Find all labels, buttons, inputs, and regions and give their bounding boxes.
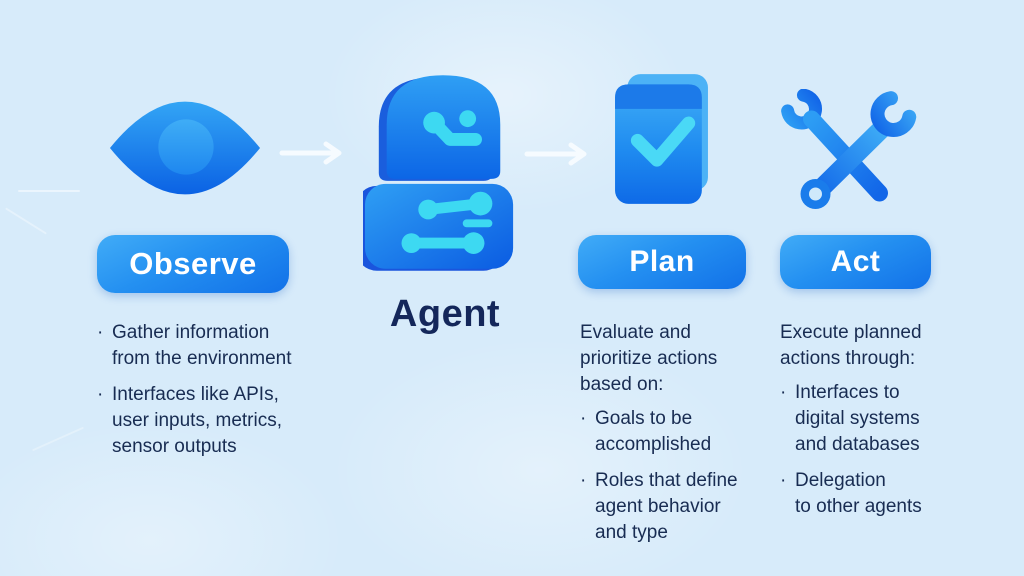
agent-stage-label: Agent xyxy=(389,293,501,335)
bullet-text: Delegation to other agents xyxy=(795,470,922,517)
robot-icon xyxy=(363,72,521,272)
list-item: · Roles that define agent behavior and t… xyxy=(580,468,775,546)
bullet-marker: · xyxy=(97,322,104,343)
crossed-wrenches-icon xyxy=(779,89,925,217)
bullet-text: Roles that define agent behavior and typ… xyxy=(595,470,738,543)
plan-stage-pill: Plan xyxy=(578,235,746,289)
list-item: · Interfaces to digital systems and data… xyxy=(780,380,965,458)
bullet-marker: · xyxy=(780,382,787,403)
decorative-line xyxy=(18,190,80,192)
plan-stage-label: Plan xyxy=(629,245,695,278)
arrow-right-icon xyxy=(279,141,349,165)
list-item: · Goals to be accomplished xyxy=(580,406,775,458)
bullet-text: Gather information from the environment xyxy=(112,322,292,369)
arrow-right-icon xyxy=(524,142,594,166)
observe-stage-label: Observe xyxy=(129,246,257,281)
list-item: · Delegation to other agents xyxy=(780,468,965,520)
checklist-document-icon xyxy=(613,72,710,205)
plan-description: Evaluate and prioritize actions based on… xyxy=(580,320,775,546)
eye-icon xyxy=(106,88,264,208)
bullet-text: Goals to be accomplished xyxy=(595,408,712,455)
observe-stage-pill: Observe xyxy=(97,235,289,293)
act-stage-label: Act xyxy=(830,245,881,278)
list-item: · Gather information from the environmen… xyxy=(97,320,327,372)
act-description: Execute planned actions through: · Inter… xyxy=(780,320,965,520)
act-intro-text: Execute planned actions through: xyxy=(780,322,922,369)
act-stage-pill: Act xyxy=(780,235,931,289)
decorative-line xyxy=(5,207,47,235)
bullet-marker: · xyxy=(97,384,104,405)
plan-intro-text: Evaluate and prioritize actions based on… xyxy=(580,322,718,395)
list-item: · Interfaces like APIs, user inputs, met… xyxy=(97,382,327,460)
bullet-marker: · xyxy=(580,470,587,491)
bullet-marker: · xyxy=(780,470,787,491)
bullet-marker: · xyxy=(580,408,587,429)
decorative-line xyxy=(32,426,84,452)
bullet-text: Interfaces to digital systems and databa… xyxy=(795,382,920,455)
bullet-text: Interfaces like APIs, user inputs, metri… xyxy=(112,384,282,457)
observe-description: · Gather information from the environmen… xyxy=(97,320,327,460)
